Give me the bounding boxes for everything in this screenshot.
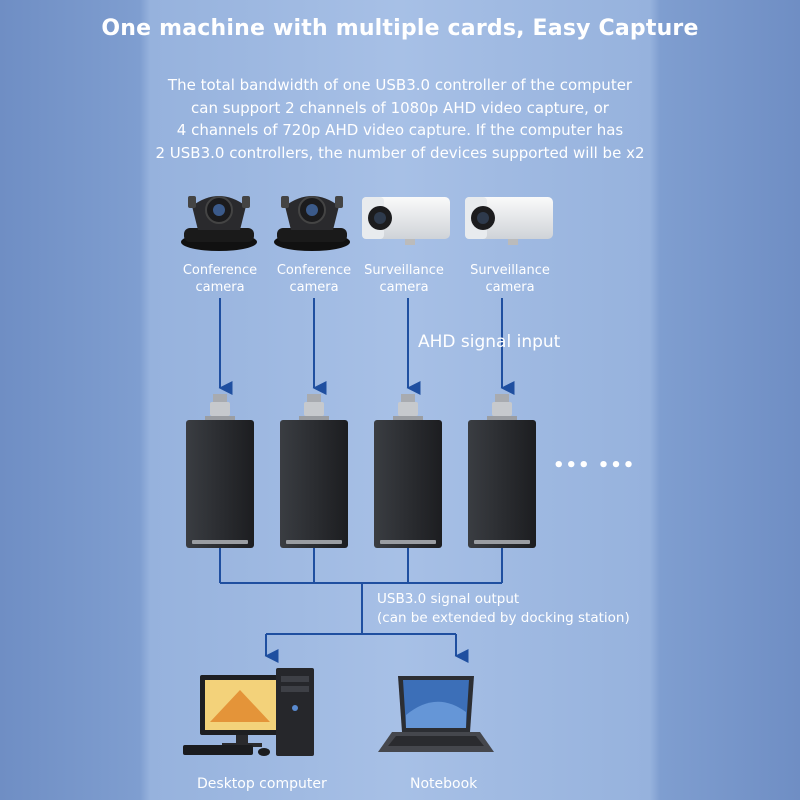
notebook-icon [378,676,494,752]
page-title: One machine with multiple cards, Easy Ca… [101,16,699,41]
description-line-3: 4 channels of 720p AHD video capture. If… [176,121,624,139]
capture-card-1-icon [186,394,254,548]
capture-card-2-icon [280,394,348,548]
camera-label-1-line-1: Conference [182,263,258,278]
ahd-signal-label: AHD signal input [418,332,561,352]
usb-connection-lines [219,548,503,635]
desktop-label: Desktop computer [197,776,327,792]
camera-label-2-line-2: camera [289,280,339,295]
surveillance-camera-1-icon [362,197,450,245]
description: The total bandwidth of one USB3.0 contro… [150,74,650,164]
description-line-4: 2 USB3.0 controllers, the number of devi… [155,143,645,162]
usb-output-line-1: USB3.0 signal output [377,591,520,607]
capture-card-4-icon [468,394,536,548]
conference-camera-1-icon [181,196,257,251]
desktop-computer-icon [183,668,314,756]
description-line-2: can support 2 channels of 1080p AHD vide… [191,98,609,117]
description-line-1: The total bandwidth of one USB3.0 contro… [167,76,633,94]
camera-label-3-line-2: camera [379,280,429,295]
usb-output-line-2: (can be extended by docking station) [377,610,630,626]
camera-label-2-line-1: Conference [276,263,352,278]
camera-label-4: Surveillance camera [456,262,564,296]
more-devices-indicator: ••• ••• [553,455,636,476]
usb-output-label: USB3.0 signal output (can be extended by… [377,590,630,628]
surveillance-camera-2-icon [465,197,553,245]
camera-label-1: Conference camera [170,262,270,296]
camera-label-3-line-1: Surveillance [364,263,444,278]
camera-label-3: Surveillance camera [350,262,458,296]
notebook-label: Notebook [410,776,478,792]
capture-card-3-icon [374,394,442,548]
conference-camera-2-icon [274,196,350,251]
camera-label-1-line-2: camera [195,280,245,295]
camera-label-4-line-2: camera [485,280,535,295]
camera-label-2: Conference camera [264,262,364,296]
camera-label-4-line-1: Surveillance [470,263,550,278]
